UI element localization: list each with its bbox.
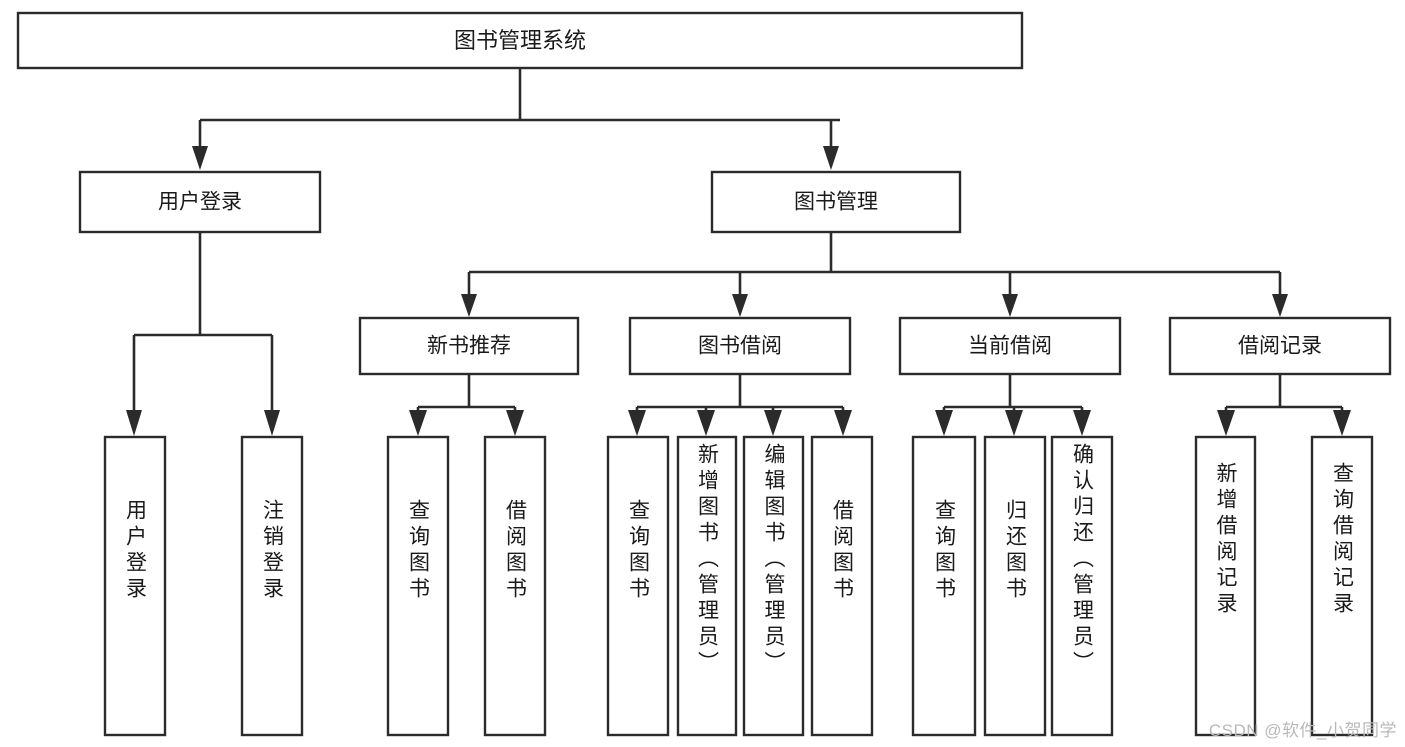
node-borrow-record-box[interactable] — [1168, 316, 1392, 376]
arrowhead-br-add-record — [1217, 410, 1235, 436]
arrowhead-br-query-record — [1333, 410, 1351, 436]
leaf-box-br-add-record[interactable] — [1194, 435, 1257, 737]
csdn-watermark: CSDN @软件_小贺同学 — [1208, 721, 1397, 740]
arrowhead-nbr-borrow-book — [506, 410, 524, 436]
leaf-box-bb-edit-book[interactable] — [742, 435, 805, 737]
node-book-borrow[interactable]: 图书借阅 — [628, 316, 852, 376]
connector-group-book-mgmt — [461, 232, 1288, 317]
leaf-box-bb-add-book[interactable] — [676, 435, 738, 737]
leaf-box-cb-query-book[interactable] — [911, 435, 977, 737]
node-book-borrow-label: 图书借阅 — [698, 335, 782, 358]
leaf-box-nbr-query-book[interactable] — [386, 435, 450, 737]
leaf-box-group — [103, 435, 1374, 737]
connector-group-current-borrow — [935, 374, 1091, 436]
arrowhead-bb-add-book — [697, 410, 715, 436]
arrowhead-book-mgmt — [823, 146, 839, 170]
node-new-book-recommend-box[interactable] — [358, 316, 580, 376]
node-user-login-box[interactable] — [78, 170, 322, 234]
leaf-box-user-login[interactable] — [103, 435, 167, 737]
node-current-borrow-box[interactable] — [898, 316, 1122, 376]
leaf-box-bb-borrow-book[interactable] — [810, 435, 874, 737]
leaf-box-cb-return-book[interactable] — [983, 435, 1047, 737]
node-book-management-label: 图书管理 — [794, 191, 878, 214]
leaf-box-logout-login[interactable] — [240, 435, 304, 737]
arrowhead-new-book-rec — [461, 294, 477, 317]
leaf-box-br-query-record[interactable] — [1310, 435, 1374, 737]
connector-group-book-borrow — [628, 374, 852, 436]
node-book-borrow-box[interactable] — [628, 316, 852, 376]
connector-group-root — [192, 68, 840, 170]
arrowhead-current-borrow — [1002, 294, 1018, 317]
leaf-box-nbr-borrow-book[interactable] — [483, 435, 547, 737]
connector-group-borrow-record — [1217, 374, 1351, 436]
node-book-management-box[interactable] — [710, 170, 962, 234]
node-root-system-box[interactable] — [16, 11, 1024, 70]
node-root-system-label: 图书管理系统 — [454, 28, 586, 53]
arrowhead-cb-query-book — [935, 410, 953, 436]
node-new-book-recommend-label: 新书推荐 — [427, 335, 511, 358]
arrowhead-bb-edit-book — [764, 410, 782, 436]
arrowhead-book-borrow — [732, 294, 748, 317]
arrowhead-user-login — [192, 146, 208, 170]
arrowhead-bb-query-book — [628, 410, 646, 436]
node-book-management[interactable]: 图书管理 — [710, 170, 962, 234]
arrowhead-cb-return-book — [1005, 410, 1023, 436]
node-user-login[interactable]: 用户登录 — [78, 170, 322, 234]
node-borrow-record[interactable]: 借阅记录 — [1168, 316, 1392, 376]
node-borrow-record-label: 借阅记录 — [1238, 335, 1322, 358]
connector-group-user-login — [126, 232, 280, 436]
connector-group-new-book-rec — [409, 374, 524, 436]
node-new-book-recommend[interactable]: 新书推荐 — [358, 316, 580, 376]
arrowhead-bb-borrow-book — [834, 410, 852, 436]
leaf-box-bb-query-book[interactable] — [606, 435, 670, 737]
node-current-borrow[interactable]: 当前借阅 — [898, 316, 1122, 376]
arrowhead-leaf-logout-login — [264, 410, 280, 436]
arrowhead-leaf-user-login — [126, 410, 142, 436]
node-user-login-label: 用户登录 — [158, 191, 242, 214]
leaf-box-cb-confirm-return[interactable] — [1050, 435, 1114, 737]
arrowhead-cb-confirm-return — [1073, 410, 1091, 436]
arrowhead-borrow-record — [1272, 294, 1288, 317]
node-root-system[interactable]: 图书管理系统 — [16, 11, 1024, 70]
arrowhead-nbr-query-book — [409, 410, 427, 436]
node-current-borrow-label: 当前借阅 — [968, 335, 1052, 358]
